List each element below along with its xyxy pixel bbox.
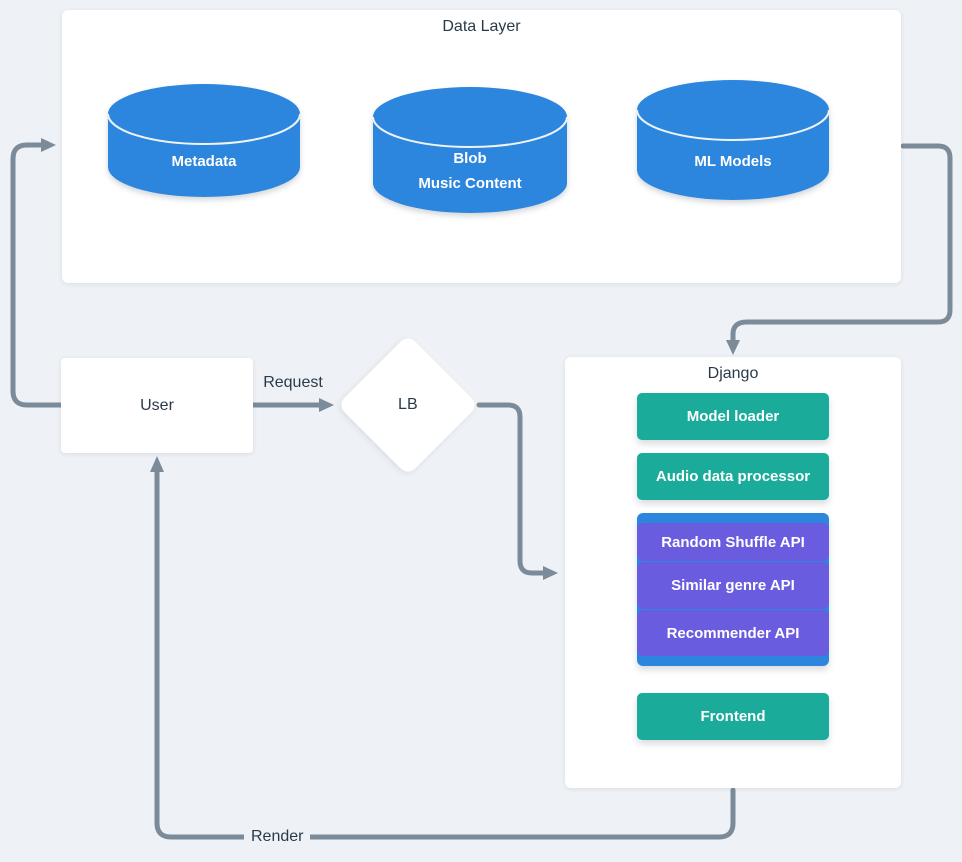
user-node-label: User — [140, 396, 174, 414]
edge-datalayer-to-django — [730, 143, 953, 343]
cylinder-label-line: Blob — [453, 150, 487, 167]
cylinder-label-line: Music Content — [418, 175, 522, 192]
recommender-api-node: Recommender API — [637, 610, 829, 656]
arrowhead-into-datalayer — [41, 138, 56, 152]
data-layer-title: Data Layer — [442, 18, 521, 35]
metadata-database-cylinder: Metadata — [107, 84, 301, 197]
api-stack-container: Random Shuffle API Similar genre API Rec… — [637, 513, 829, 666]
arrowhead-into-lb — [319, 398, 334, 412]
similar-genre-api-node: Similar genre API — [637, 562, 829, 609]
database-cylinder-icon — [107, 84, 301, 197]
audio-data-processor-label: Audio data processor — [655, 468, 811, 485]
render-edge-label: Render — [244, 826, 311, 848]
database-cylinder-icon — [636, 80, 830, 200]
arrowhead-into-django-left — [543, 566, 558, 580]
django-title: Django — [707, 365, 759, 382]
edge-user-to-datalayer — [10, 142, 64, 408]
frontend-label: Frontend — [700, 708, 766, 725]
cylinder-label-line: ML Models — [694, 152, 772, 170]
request-edge-label: Request — [263, 374, 323, 391]
recommender-api-label: Recommender API — [666, 624, 800, 642]
django-box: Django Model loader Audio data processor… — [565, 357, 901, 788]
frontend-node: Frontend — [637, 693, 829, 740]
audio-data-processor-node: Audio data processor — [637, 453, 829, 500]
user-node: User — [61, 358, 253, 453]
arrowhead-into-django-top — [726, 340, 740, 355]
edge-lb-to-django — [476, 402, 546, 576]
model-loader-label: Model loader — [686, 408, 780, 425]
load-balancer-label: LB — [398, 395, 418, 413]
random-shuffle-api-label: Random Shuffle API — [661, 533, 805, 551]
model-loader-node: Model loader — [637, 393, 829, 440]
ml-models-database-cylinder: ML Models — [636, 80, 830, 200]
database-cylinder-icon — [372, 87, 568, 213]
cylinder-label-line: Metadata — [171, 153, 237, 170]
edge-django-to-user — [154, 469, 736, 840]
arrowhead-into-user — [150, 456, 164, 472]
similar-genre-api-label: Similar genre API — [671, 577, 795, 594]
random-shuffle-api-node: Random Shuffle API — [637, 523, 829, 561]
